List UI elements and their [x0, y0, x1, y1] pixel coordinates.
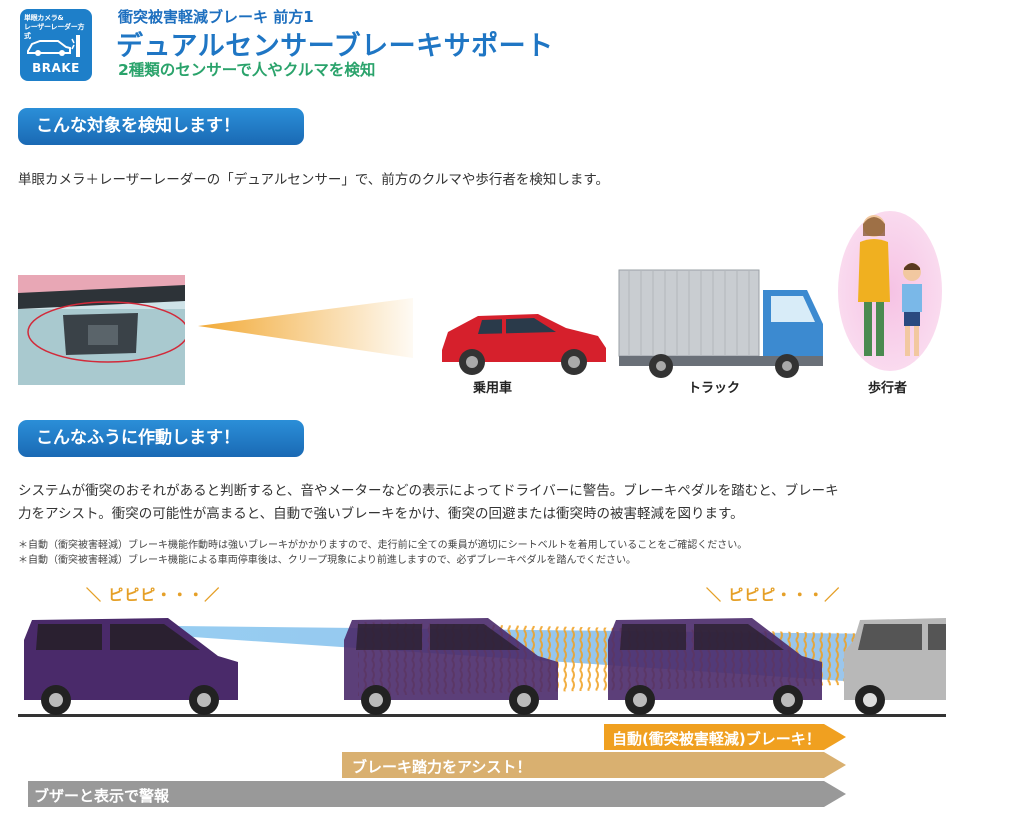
pedestrian-icon [838, 211, 942, 371]
stage-label-brake-assist: ブレーキ踏力をアシスト！ [352, 758, 532, 776]
van-stage-3 [608, 618, 822, 715]
car-icon [442, 314, 606, 375]
section-heading-detect: こんな対象を検知します！ [18, 108, 304, 145]
target-label-pedestrian: 歩行者 [868, 381, 908, 396]
page-subtitle: 2種類のセンサーで人やクルマを検知 [118, 61, 376, 79]
badge-top-line2: レーザーレーダー方式 [24, 23, 85, 40]
header-kicker: 衝突被害軽減ブレーキ 前方1 [118, 8, 314, 26]
operation-diagram [18, 618, 946, 807]
stage-arrow-auto-brake [604, 724, 846, 750]
note-seatbelt: ＊自動（衝突被害軽減）ブレーキ機能作動時は強いブレーキがかかりますので、走行前に… [18, 540, 748, 551]
van-stage-1 [24, 618, 238, 715]
badge-top-text: 単眼カメラ& レーザーレーダー方式 [24, 14, 88, 41]
car-wall-icon [27, 35, 80, 57]
page-title: デュアルセンサーブレーキサポート [116, 31, 554, 62]
section1-text: 単眼カメラ＋レーザーレーダーの「デュアルセンサー」で、前方のクルマや歩行者を検知… [18, 172, 610, 188]
beep-indicator-right: ＼ ピピピ・・・／ [706, 586, 841, 604]
badge-top-line1: 単眼カメラ& [24, 14, 64, 22]
stage-arrow-warning [28, 781, 846, 807]
stage-arrow-brake-assist [342, 752, 846, 778]
van-stage-2 [344, 618, 558, 715]
target-van [844, 618, 946, 715]
section-heading-operation: こんなふうに作動します！ [18, 420, 304, 457]
stage-label-auto-brake: 自動(衝突被害軽減)ブレーキ！ [612, 730, 821, 748]
target-label-truck: トラック [688, 381, 741, 396]
stage-label-warning: ブザーと表示で警報 [34, 787, 170, 805]
target-label-car: 乗用車 [473, 381, 513, 396]
beep-indicator-left: ＼ ピピピ・・・／ [86, 586, 221, 604]
section2-text-line2: 力をアシスト。衝突の可能性が高まると、自動で強いブレーキをかけ、衝突の回避または… [18, 506, 744, 522]
brake-badge: 単眼カメラ& レーザーレーダー方式 BRAKE [20, 9, 92, 81]
section2-text-line1: システムが衝突のおそれがあると判断すると、音やメーターなどの表示によってドライバ… [18, 483, 839, 499]
sensor-beam [198, 298, 413, 358]
badge-label: BRAKE [32, 61, 80, 75]
windshield-camera-image [18, 275, 185, 385]
note-creep: ＊自動（衝突被害軽減）ブレーキ機能による車両停車後は、クリープ現象により前進しま… [18, 555, 636, 566]
truck-icon [618, 269, 823, 378]
